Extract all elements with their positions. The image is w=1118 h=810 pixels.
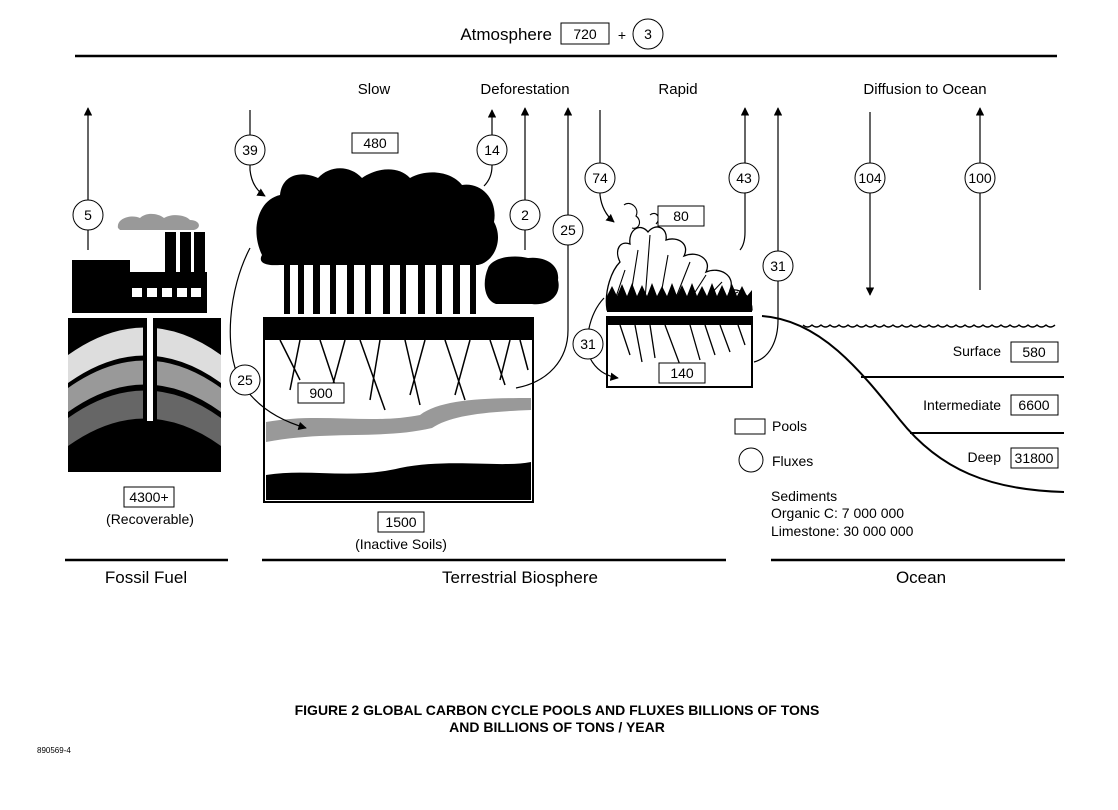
figure-code: 890569-4 (37, 746, 71, 755)
forest-canopy-icon (256, 168, 559, 314)
section-ocean-label: Ocean (896, 568, 946, 587)
forest-soil-block (263, 317, 534, 503)
figure-caption-line1: FIGURE 2 GLOBAL CARBON CYCLE POOLS AND F… (295, 702, 820, 718)
section-fossil-label: Fossil Fuel (105, 568, 187, 587)
ocean-deep-pool-box (1010, 447, 1059, 469)
plants-icon (605, 202, 753, 312)
inactive-soil-pool-box (377, 511, 425, 533)
ocean-down-arrow: 104 (854, 112, 886, 296)
sediments-organic: Organic C: 7 000 000 (771, 505, 904, 521)
plants-pool-value: 80 (673, 208, 689, 224)
flux-defor-2-value: 2 (521, 207, 529, 223)
figure-caption-line2: AND BILLIONS OF TONS / YEAR (449, 719, 665, 735)
header-slow: Slow (358, 81, 391, 98)
ocean-intermediate-label: Intermediate (923, 397, 1001, 413)
ocean-surface-waves (802, 324, 1056, 328)
rapid-soil-pool-value: 140 (670, 365, 694, 381)
atmosphere-flux-value: 3 (644, 26, 652, 42)
legend-pool-swatch (734, 418, 766, 435)
sediments-title: Sediments (771, 488, 837, 504)
flux-slow-up-value: 14 (484, 142, 500, 158)
fossil-pool-value: 4300+ (129, 489, 168, 505)
flux-roots-25-value: 25 (237, 372, 253, 388)
flux-rapid-31-up-value: 31 (770, 258, 786, 274)
deforestation-25-arrow: 25 (515, 107, 584, 389)
rapid-down-arrow: 74 (584, 110, 616, 223)
atmosphere-plus: + (618, 27, 626, 43)
rapid-soil-pool-box (658, 362, 706, 384)
atmosphere-label: Atmosphere (460, 25, 552, 44)
rapid-litter-arrow: 31 (572, 297, 619, 381)
header-deforestation: Deforestation (480, 81, 569, 98)
legend-flux-swatch (738, 447, 764, 473)
rapid-soil-up-arrow: 31 (753, 107, 794, 363)
soil-active-pool-value: 900 (309, 385, 333, 401)
fossil-pool-box (123, 486, 175, 508)
inactive-soil-pool-value: 1500 (385, 514, 416, 530)
ocean-deep-label: Deep (968, 449, 1002, 465)
fossil-strata (68, 318, 221, 472)
legend-fluxes-label: Fluxes (772, 453, 813, 469)
sediments-limestone: Limestone: 30 000 000 (771, 523, 914, 539)
ocean-floor-curve (761, 315, 1065, 493)
header-rapid: Rapid (658, 81, 697, 98)
flux-ocean-up-value: 100 (968, 170, 992, 186)
slow-up-arrow: 14 (476, 109, 508, 187)
flux-roots-31-value: 31 (580, 336, 596, 352)
flux-slow-down-value: 39 (242, 142, 258, 158)
flux-fossil-value: 5 (84, 207, 92, 223)
ocean-intermediate-pool-box (1010, 394, 1059, 416)
flux-rapid-down-value: 74 (592, 170, 608, 186)
ocean-surface-pool-value: 580 (1022, 344, 1046, 360)
legend-pools-label: Pools (772, 418, 807, 434)
fossil-flux-arrow: 5 (72, 107, 104, 250)
factory-icon (72, 213, 207, 313)
flux-rapid-up-value: 43 (736, 170, 752, 186)
inactive-soil-note: (Inactive Soils) (355, 536, 447, 552)
ocean-intermediate-pool-value: 6600 (1018, 397, 1049, 413)
litter-to-soil-arrow: 25 (229, 247, 307, 430)
atmosphere-pool-box (560, 22, 610, 45)
rapid-up-arrow: 43 (728, 107, 760, 251)
atmosphere-pool-value: 720 (573, 26, 597, 42)
forest-pool-value: 480 (363, 135, 387, 151)
plants-pool-box (657, 205, 705, 227)
atmosphere-flux-circle (632, 18, 664, 50)
header-diffusion: Diffusion to Ocean (863, 81, 986, 98)
flux-defor-25-value: 25 (560, 222, 576, 238)
ocean-surface-pool-box (1010, 341, 1059, 363)
section-terrestrial-label: Terrestrial Biosphere (442, 568, 598, 587)
fossil-recoverable-note: (Recoverable) (106, 511, 194, 527)
ocean-up-arrow: 100 (964, 107, 996, 290)
ocean-surface-label: Surface (953, 343, 1001, 359)
deforestation-2-arrow: 2 (509, 107, 541, 250)
flux-ocean-down-value: 104 (858, 170, 882, 186)
forest-pool-box (351, 132, 399, 154)
slow-down-arrow: 39 (234, 110, 266, 197)
soil-active-pool-box (297, 382, 345, 404)
ocean-deep-pool-value: 31800 (1015, 450, 1054, 466)
